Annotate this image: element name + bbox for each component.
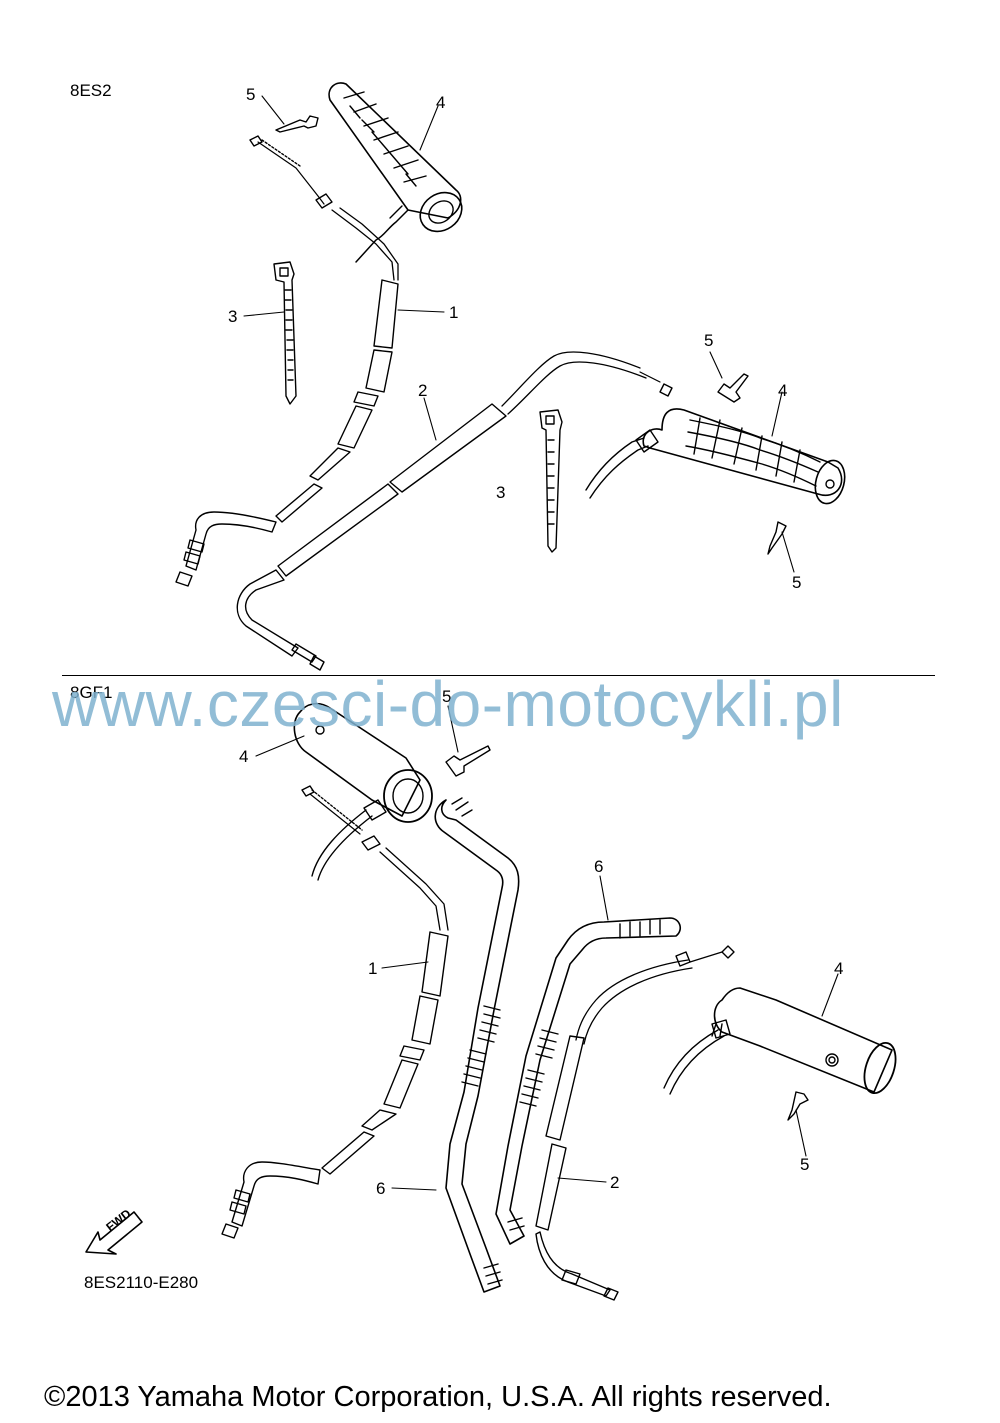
watermark-url: www.czesci-do-motocykli.pl [52,668,844,740]
handlebar-6-right [495,917,682,1245]
grip-bottom-right [663,987,897,1095]
callout-number: 1 [368,959,378,978]
callout-number: 1 [449,303,459,322]
callout-number: 6 [594,857,604,876]
callout-number: 5 [792,573,802,592]
callout-number: 4 [834,959,844,978]
rivet-top-right-lower [767,521,787,555]
callout-number: 3 [496,483,506,502]
callout-number: 4 [778,381,788,400]
cable-tie-3-top-right [539,409,563,553]
callout-number: 5 [442,687,452,706]
section-code-bottom: 8GF1 [70,683,113,702]
throttle-cable-2-bottom [535,945,735,1301]
grip-bottom-left [293,702,433,881]
callout-leaders [243,95,839,1191]
callout-number: 5 [800,1155,810,1174]
fwd-arrow-icon [85,1211,143,1255]
drawing-code: 8ES2110-E280 [84,1273,199,1292]
callout-number: 2 [610,1173,620,1192]
callout-number: 5 [246,85,256,104]
rivet-bottom-right [787,1091,809,1121]
copyright-notice: ©2013 Yamaha Motor Corporation, U.S.A. A… [44,1381,832,1413]
section-divider [62,675,935,676]
throttle-cable-1-bottom [221,785,449,1239]
callout-number: 4 [436,93,446,112]
callout-number: 5 [704,331,714,350]
grip-top-left [328,82,463,263]
rivet-top-right-upper [717,373,749,403]
callout-number: 4 [239,747,249,766]
rivet-bottom-middle [445,745,491,777]
rivet-top-left [275,115,319,133]
handlebar-6-left [434,797,520,1293]
callout-number: 2 [418,381,428,400]
section-code-top: 8ES2 [70,81,112,100]
cable-tie-3-top-left [273,261,297,405]
grip-top-right [585,408,846,505]
callout-number: 3 [228,307,238,326]
callout-number: 6 [376,1179,386,1198]
throttle-cable-2-top [236,351,673,671]
throttle-cable-1-top [175,135,399,587]
